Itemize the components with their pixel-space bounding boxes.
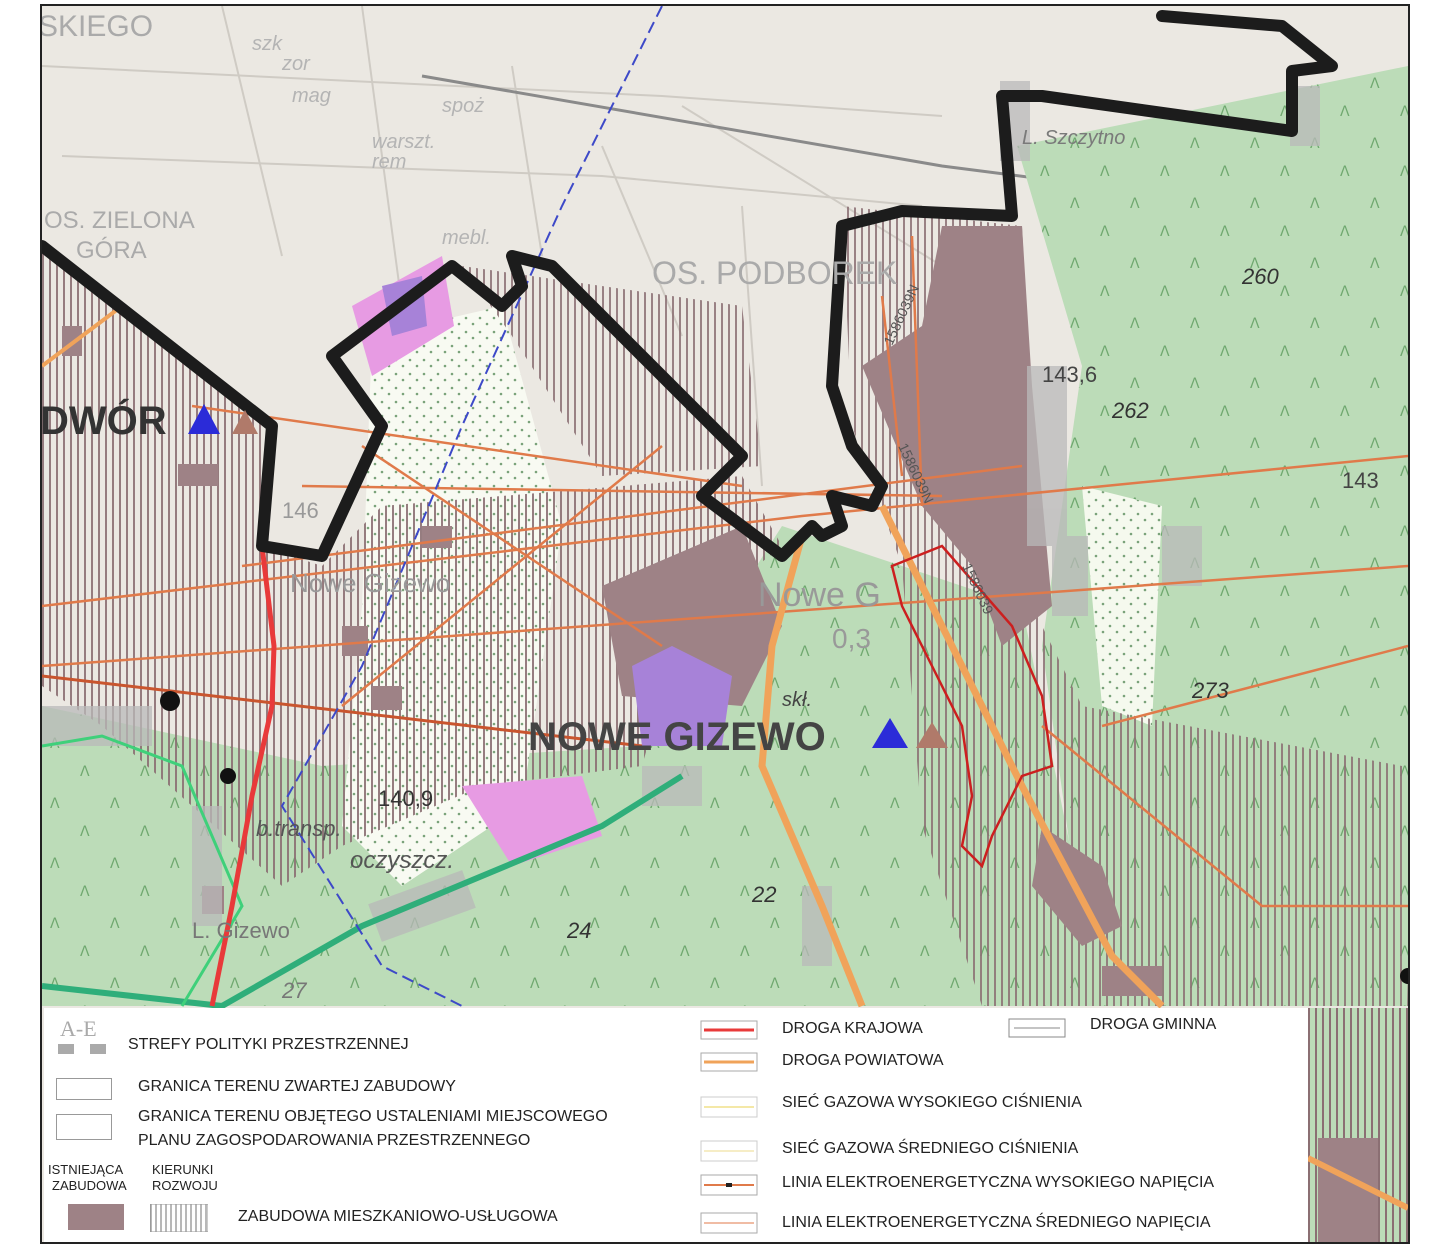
legend-compact-boundary: GRANICA TERENU ZWARTEJ ZABUDOWY <box>138 1078 456 1095</box>
legend-national-road: DROGA KRAJOWA <box>782 1020 923 1037</box>
legend-directions: KIERUNKI ROZWOJU <box>152 1162 218 1193</box>
label-skiego: SKIEGO <box>42 10 153 43</box>
power-high-symbol <box>700 1174 758 1196</box>
label-nowe-g: Nowe G <box>758 576 881 614</box>
label-140-9: 140,9 <box>378 786 433 811</box>
planning-map: ᐱ ᐱ <box>42 6 1408 1242</box>
legend-power-medium: LINIA ELEKTROENERGETYCZNA ŚREDNIEGO NAPI… <box>782 1214 1211 1231</box>
point-marker <box>220 768 236 784</box>
label-warszt: warszt. <box>372 131 435 153</box>
label-24: 24 <box>566 918 591 943</box>
label-143-6: 143,6 <box>1042 362 1097 387</box>
national-road <box>209 545 277 1007</box>
label-mebl: mebl. <box>442 227 491 249</box>
legend-local-plan-line2: PLANU ZAGOSPODAROWANIA PRZESTRZENNEGO <box>138 1132 531 1149</box>
meadow-dots-2 <box>1082 486 1162 726</box>
triangle-marker-blue-2 <box>872 718 908 748</box>
legend-zones: STREFY POLITYKI PRZESTRZENNEJ <box>128 1036 409 1053</box>
label-22: 22 <box>751 882 776 907</box>
triangle-marker-brown <box>232 410 258 434</box>
legend-county-road: DROGA POWIATOWA <box>782 1052 944 1069</box>
label-oczyszcz: oczyszcz. <box>350 847 454 874</box>
triangle-marker-blue <box>188 404 220 434</box>
label-mag: mag <box>292 85 331 107</box>
label-os-zielona: OS. ZIELONA <box>44 207 195 234</box>
industrial-zone <box>632 646 732 746</box>
label-szk: szk <box>252 33 283 55</box>
gas-line-branch <box>42 734 244 1007</box>
power-line-west <box>42 674 643 748</box>
local-plan-symbol <box>56 1114 112 1140</box>
point-marker <box>1400 968 1408 984</box>
label-l-gizewo: L. Gizewo <box>192 918 290 943</box>
communal-road-symbol <box>1008 1018 1066 1038</box>
label-27: 27 <box>281 978 307 1003</box>
label-l-szczytno: L. Szczytno <box>1022 127 1125 149</box>
label-143: 143 <box>1342 468 1379 493</box>
label-nowe-gizewo-main: NOWE GIZEWO <box>528 715 826 759</box>
development-hatch-swatch <box>150 1204 208 1232</box>
grey-buffers <box>42 81 1320 966</box>
label-dwor: DWÓR <box>42 397 167 443</box>
existing-building-swatch <box>68 1204 124 1230</box>
power-line-diagonal <box>42 304 124 368</box>
label-262: 262 <box>1111 398 1149 423</box>
zones-icon: A-E <box>54 1016 110 1054</box>
legend-residential-services: ZABUDOWA MIESZKANIOWO-USŁUGOWA <box>238 1208 558 1225</box>
legend-local-plan-line1: GRANICA TERENU OBJĘTEGO USTALENIAMI MIEJ… <box>138 1108 608 1125</box>
county-road <box>758 535 866 1008</box>
power-medium-symbol <box>700 1212 758 1234</box>
label-os-podborek: OS. PODBOREK <box>652 255 897 291</box>
triangle-marker-brown-2 <box>916 722 948 748</box>
label-skl: skł. <box>782 689 812 711</box>
map-frame: ᐱ ᐱ <box>40 4 1410 1244</box>
label-b-transp: b.transp. <box>256 816 342 841</box>
point-marker <box>160 691 180 711</box>
gas-high-symbol <box>700 1096 758 1118</box>
gas-line-main <box>42 773 684 1010</box>
label-zor: zor <box>281 53 311 75</box>
label-nowe-gizewo-small: Nowe Gizewo <box>290 568 450 598</box>
label-0-3: 0,3 <box>832 623 871 654</box>
county-road-east <box>878 504 1165 1009</box>
legend-power-high: LINIA ELEKTROENERGETYCZNA WYSOKIEGO NAPI… <box>782 1174 1215 1191</box>
label-gora: GÓRA <box>76 237 147 264</box>
development-zone-west <box>42 246 782 886</box>
legend-gas-medium: SIEĆ GAZOWA ŚREDNIEGO CIŚNIENIA <box>782 1140 1079 1157</box>
legend-gas-high: SIEĆ GAZOWA WYSOKIEGO CIŚNIENIA <box>782 1094 1082 1111</box>
legend-communal-road: DROGA GMINNA <box>1090 1016 1217 1033</box>
label-260: 260 <box>1241 264 1279 289</box>
compact-boundary-symbol <box>56 1078 112 1100</box>
label-spoz: spoż <box>442 95 484 117</box>
label-rem: rem <box>372 151 406 173</box>
legend-existing: ISTNIEJĄCA ZABUDOWA <box>48 1162 127 1193</box>
gas-medium-symbol <box>700 1140 758 1162</box>
county-road-symbol <box>700 1052 758 1072</box>
label-273: 273 <box>1191 678 1229 703</box>
power-lines <box>42 235 1408 908</box>
blue-dashed-line <box>280 6 663 1007</box>
map-remnant-southeast <box>1308 1008 1408 1242</box>
development-zone-northwest <box>462 266 762 476</box>
label-146: 146 <box>282 498 319 523</box>
compact-development-boundary <box>42 10 1338 562</box>
local-plan-boundary <box>890 544 1054 869</box>
national-road-symbol <box>700 1020 758 1040</box>
existing-building-east <box>862 226 1052 646</box>
legend: A-E STREFY POLITYKI PRZESTRZENNEJ GRANIC… <box>44 1008 1308 1242</box>
